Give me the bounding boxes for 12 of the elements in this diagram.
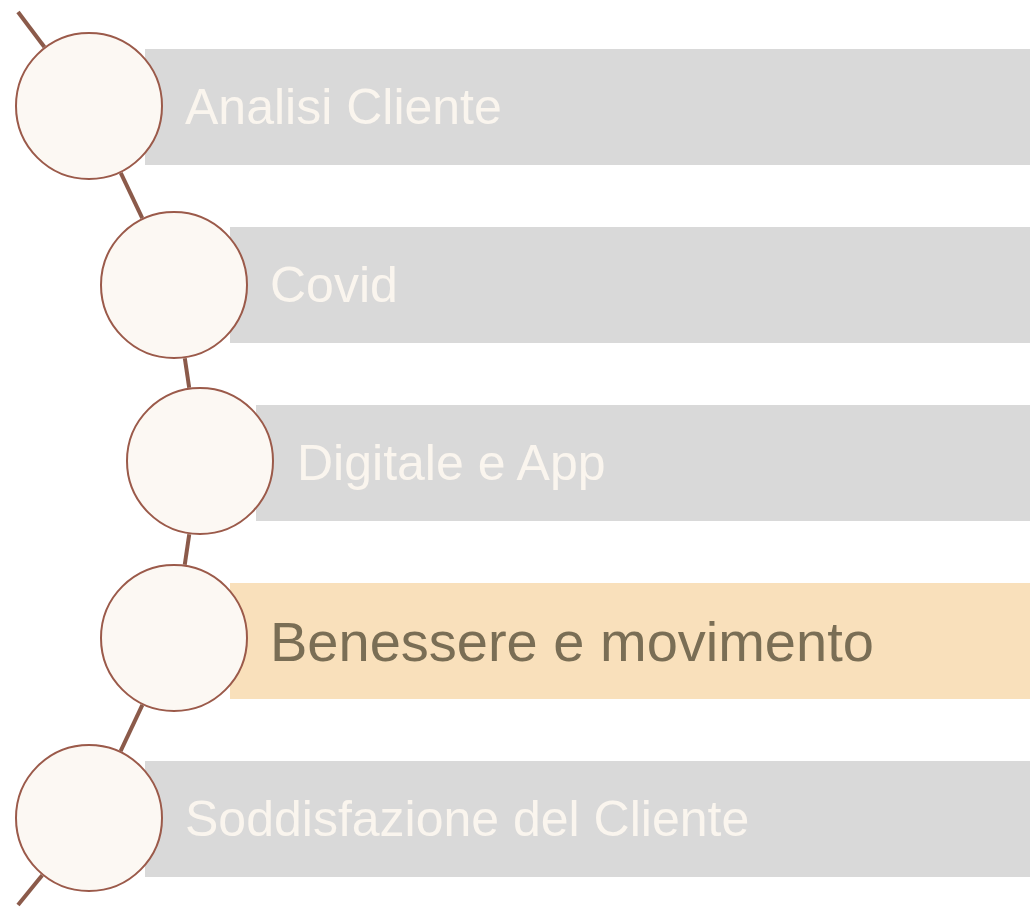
connector-line: [16, 874, 44, 907]
connector-line: [118, 704, 145, 752]
connector-line: [16, 10, 46, 49]
connector-line: [182, 357, 192, 389]
step-label: Benessere e movimento: [270, 608, 874, 674]
step-band: [230, 227, 1030, 343]
highlighted-band: [230, 583, 1030, 699]
connector-line: [118, 172, 145, 219]
step-band: [145, 49, 1030, 165]
step-band: [145, 761, 1030, 877]
connector-line: [182, 533, 192, 566]
step-band: [256, 405, 1030, 521]
